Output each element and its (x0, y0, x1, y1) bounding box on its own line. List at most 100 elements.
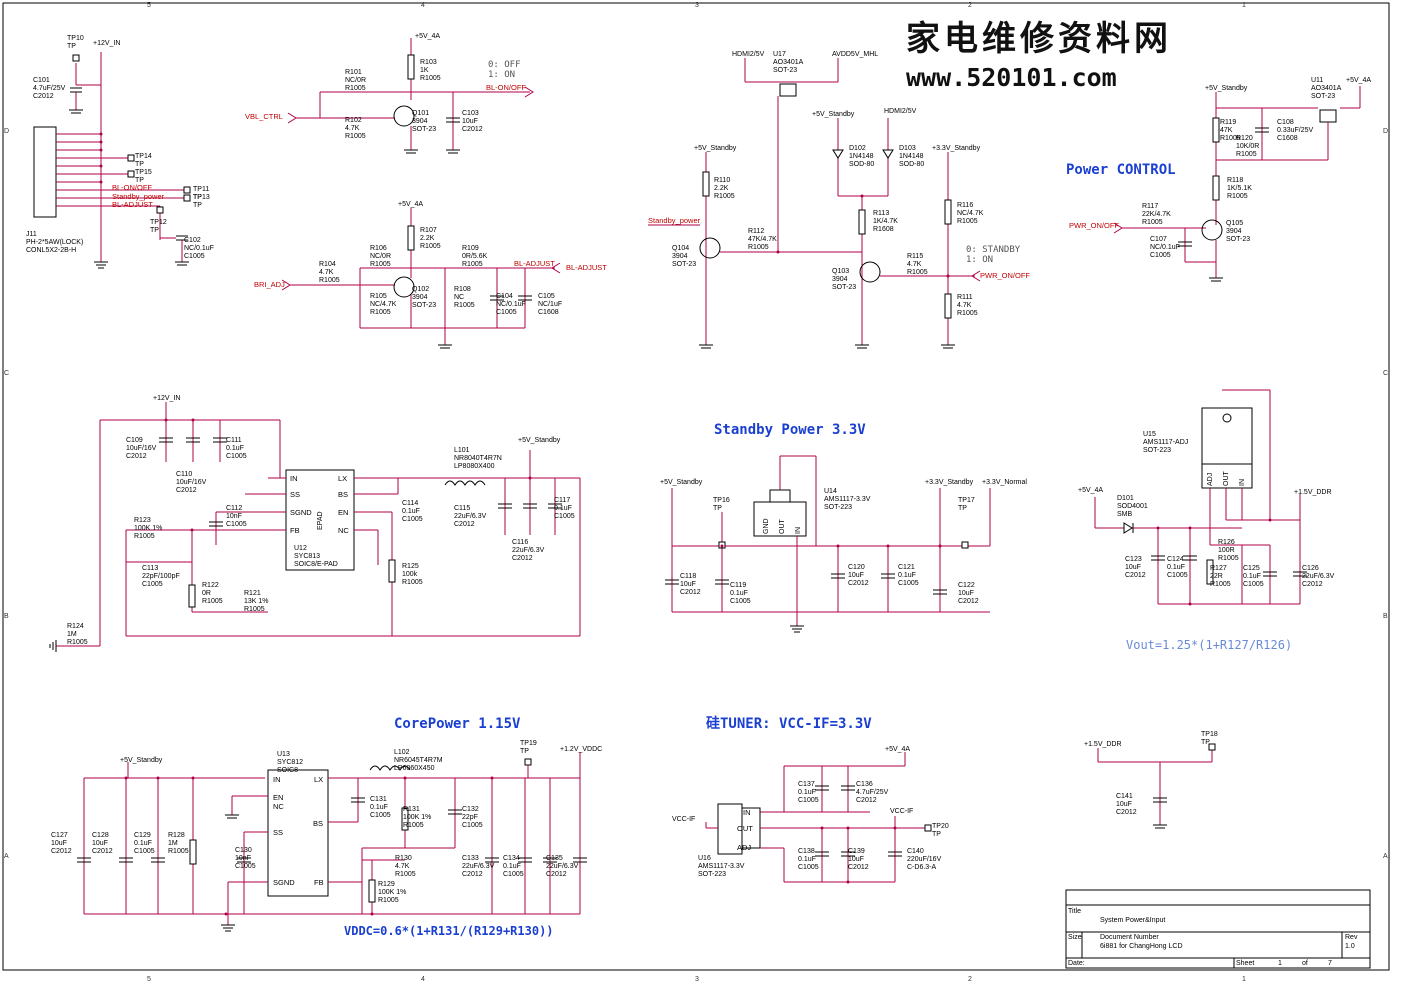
signal-vbl-ctrl: VBL_CTRL (245, 112, 283, 121)
component-value: SOIC8 (277, 767, 298, 774)
pin-label: IN (1239, 479, 1246, 486)
component-ref: C135 (546, 855, 563, 862)
component-value: 22pF/100pF (142, 573, 180, 580)
component-ref: TP11 (193, 186, 209, 193)
component-value: C2012 (848, 580, 869, 587)
component-value: PH-2*5AW(LOCK) (26, 239, 83, 246)
rail-5v-standby-3: +5V_Standby (1205, 85, 1248, 92)
component-value: 0.1uF (1243, 573, 1261, 580)
rail-5v-standby-5: +5V_Standby (660, 479, 703, 486)
component-value: AO3401A (773, 59, 804, 66)
rail-3v3-standby-2: +3.3V_Standby (925, 479, 974, 486)
component-ref: C128 (92, 832, 109, 839)
component-ref: C103 (462, 110, 479, 117)
pin-label: NC (338, 526, 349, 535)
rail-hdmi2-5v: HDMI2/5V (732, 51, 765, 58)
component-ref: C101 (33, 77, 50, 84)
pin-label: IN (273, 775, 281, 784)
component-value: C2012 (454, 521, 475, 528)
component-ref: R115 (907, 253, 923, 260)
component-ref: R110 (714, 177, 730, 184)
component-ref: R107 (420, 227, 437, 234)
pin-label: IN (795, 527, 802, 534)
component-ref: C130 (235, 847, 252, 854)
component-value: 22R (1210, 573, 1223, 580)
component-ref: R108 (454, 286, 471, 293)
component-ref: TP14 (135, 153, 152, 160)
heading-core-power: CorePower 1.15V (394, 716, 521, 732)
component-ref: TP20 (932, 823, 949, 830)
pin-label: SGND (290, 508, 312, 517)
component-value: R1005 (454, 302, 475, 309)
rail-12v-in-2: +12V_IN (153, 395, 180, 402)
component-ref: C141 (1116, 793, 1133, 800)
row-marker: A (4, 853, 9, 860)
component-value: C2012 (856, 797, 877, 804)
component-ref: R113 (873, 210, 889, 217)
component-value: R1608 (873, 226, 894, 233)
u14-pin-labels: GND OUT IN (763, 518, 802, 534)
pin-label: SS (273, 828, 283, 837)
component-ref: R105 (370, 293, 387, 300)
u13-pin-labels: IN EN NC SS SGND LX BS FB (273, 775, 324, 887)
component-ref: R101 (345, 69, 362, 76)
component-value: R1005 (370, 309, 391, 316)
component-value: 0R/5.6K (462, 253, 488, 260)
component-ref: R112 (748, 228, 764, 235)
rev-value: 1.0 (1345, 943, 1355, 950)
component-value: TP (193, 194, 202, 201)
component-value: C1005 (142, 581, 163, 588)
rail-5v-standby-6: +5V_Standby (120, 757, 163, 764)
component-ref: C114 (402, 500, 418, 507)
rail-hdmi2-5v-2: HDMI2/5V (884, 108, 917, 115)
component-value: 10uF (1116, 801, 1132, 808)
component-ref: R117 (1142, 203, 1158, 210)
component-value: SYC813 (294, 553, 320, 560)
component-value: 4.7K (907, 261, 922, 268)
component-value: R1005 (714, 193, 735, 200)
row-marker: D (1383, 128, 1388, 135)
signal-bl-on-off-out: BL-ON/OFF (486, 83, 526, 92)
component-value: C2012 (176, 487, 197, 494)
rail-3v3-normal: +3.3V_Normal (982, 479, 1027, 486)
component-ref: R109 (462, 245, 479, 252)
rail-1v5-ddr: +1.5V_DDR (1294, 489, 1332, 496)
component-value: SMB (1117, 511, 1133, 518)
component-ref: R123 (134, 517, 151, 524)
component-ref: R103 (420, 59, 437, 66)
component-value: NC/0R (345, 77, 366, 84)
component-ref: R119 (1220, 119, 1236, 126)
component-ref: Q105 (1226, 220, 1243, 227)
pin-label: IN (290, 474, 298, 483)
row-marker: B (4, 613, 9, 620)
component-value: R1005 (1210, 581, 1231, 588)
component-value: LP6060X450 (394, 765, 435, 772)
component-value: 3904 (672, 253, 688, 260)
component-ref: C116 (512, 539, 528, 546)
component-value: NC (454, 294, 464, 301)
docnum-value: 6i881 for ChangHong LCD (1100, 943, 1183, 950)
rail-avdd5v-mhl: AVDD5V_MHL (832, 51, 878, 58)
component-value: NC/1uF (538, 301, 562, 308)
component-value: C1005 (554, 513, 575, 520)
component-value: AMS1117-3.3V (698, 863, 745, 870)
pin-label: FB (314, 878, 324, 887)
component-value: TP (135, 177, 144, 184)
component-ref: C138 (798, 848, 815, 855)
signal-bl-adjust-net: BL-ADJUST (514, 259, 555, 268)
